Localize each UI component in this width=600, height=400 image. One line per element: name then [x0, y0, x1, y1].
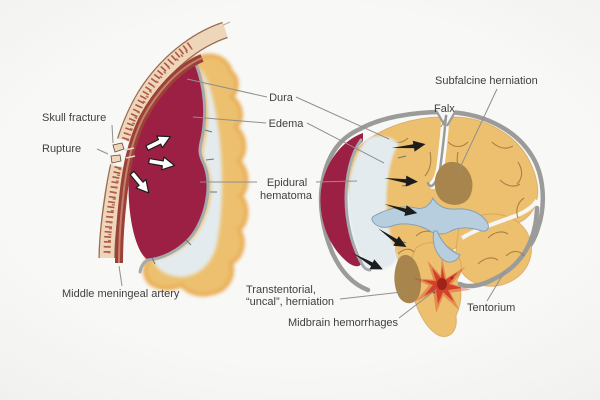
uncal-herniation-blob — [394, 254, 422, 304]
bone-fragment-1 — [112, 142, 125, 153]
label-dura: Dura — [269, 92, 294, 104]
falx-notch-left — [436, 111, 446, 127]
leader-subfalcine — [457, 88, 498, 173]
leader-dura-left — [186, 78, 268, 98]
hemorrhage-core — [437, 278, 447, 290]
ventricles — [371, 196, 489, 263]
bone-fragment-2 — [110, 154, 122, 164]
label-transtentorial-line1: Transtentorial, — [246, 284, 316, 296]
right-skull-rim — [318, 109, 545, 293]
leader-skull-fracture — [111, 124, 114, 144]
label-epidural-hematoma-line2: hematoma — [260, 190, 313, 202]
falx-notch-right — [446, 111, 456, 127]
leader-falx — [440, 114, 448, 128]
right-epidural-hematoma — [320, 133, 363, 267]
sylvian-fissure — [460, 199, 539, 240]
artery-rupture-streak-1 — [124, 147, 135, 151]
leader-rupture — [96, 148, 109, 155]
leader-edema-left — [192, 116, 267, 124]
label-falx: Falx — [434, 103, 455, 115]
leader-hematoma-right — [315, 180, 358, 183]
labels: Skull fracture Rupture Middle meningeal … — [42, 75, 538, 329]
label-skull-fracture: Skull fracture — [42, 112, 106, 124]
left-edema-area — [153, 66, 223, 277]
lateral-ventricles — [371, 196, 489, 235]
third-ventricle-channel — [432, 230, 461, 263]
leader-lines — [96, 78, 506, 319]
left-dura-line — [138, 62, 210, 274]
leader-edema-right — [306, 122, 385, 164]
right-figure-coronal-brain — [318, 106, 545, 338]
label-epidural-hematoma-line1: Epidural — [267, 177, 307, 189]
label-rupture: Rupture — [42, 143, 81, 155]
artery-band-highlight — [118, 57, 203, 264]
left-figure-skull-section — [98, 21, 249, 297]
leader-transtentorial — [339, 291, 403, 300]
label-edema: Edema — [269, 118, 305, 130]
label-middle-meningeal-artery: Middle meningeal artery — [62, 288, 180, 300]
bone-speckles-2 — [107, 46, 193, 256]
skull-bone-band — [98, 21, 231, 259]
leader-middle-meningeal-artery — [118, 265, 123, 287]
label-tentorium: Tentorium — [467, 302, 515, 314]
artery-rupture-streak-2 — [125, 155, 136, 159]
left-dura-ticks — [151, 129, 217, 265]
tentorium-band — [457, 205, 540, 289]
label-subfalcine-herniation: Subfalcine herniation — [435, 75, 538, 87]
subfalcine-herniation-blob — [434, 161, 473, 205]
label-transtentorial-line2: “uncal”, herniation — [246, 296, 334, 308]
leader-midbrain-hemorrhages — [398, 288, 438, 319]
right-dura-line — [344, 138, 372, 272]
label-midbrain-hemorrhages: Midbrain hemorrhages — [288, 317, 399, 329]
leader-tentorium — [486, 270, 506, 302]
meningeal-artery-band — [115, 54, 204, 264]
leader-dura-right — [295, 96, 390, 140]
hemorrhage-dot-1 — [450, 276, 454, 280]
right-edema-band — [348, 135, 399, 269]
